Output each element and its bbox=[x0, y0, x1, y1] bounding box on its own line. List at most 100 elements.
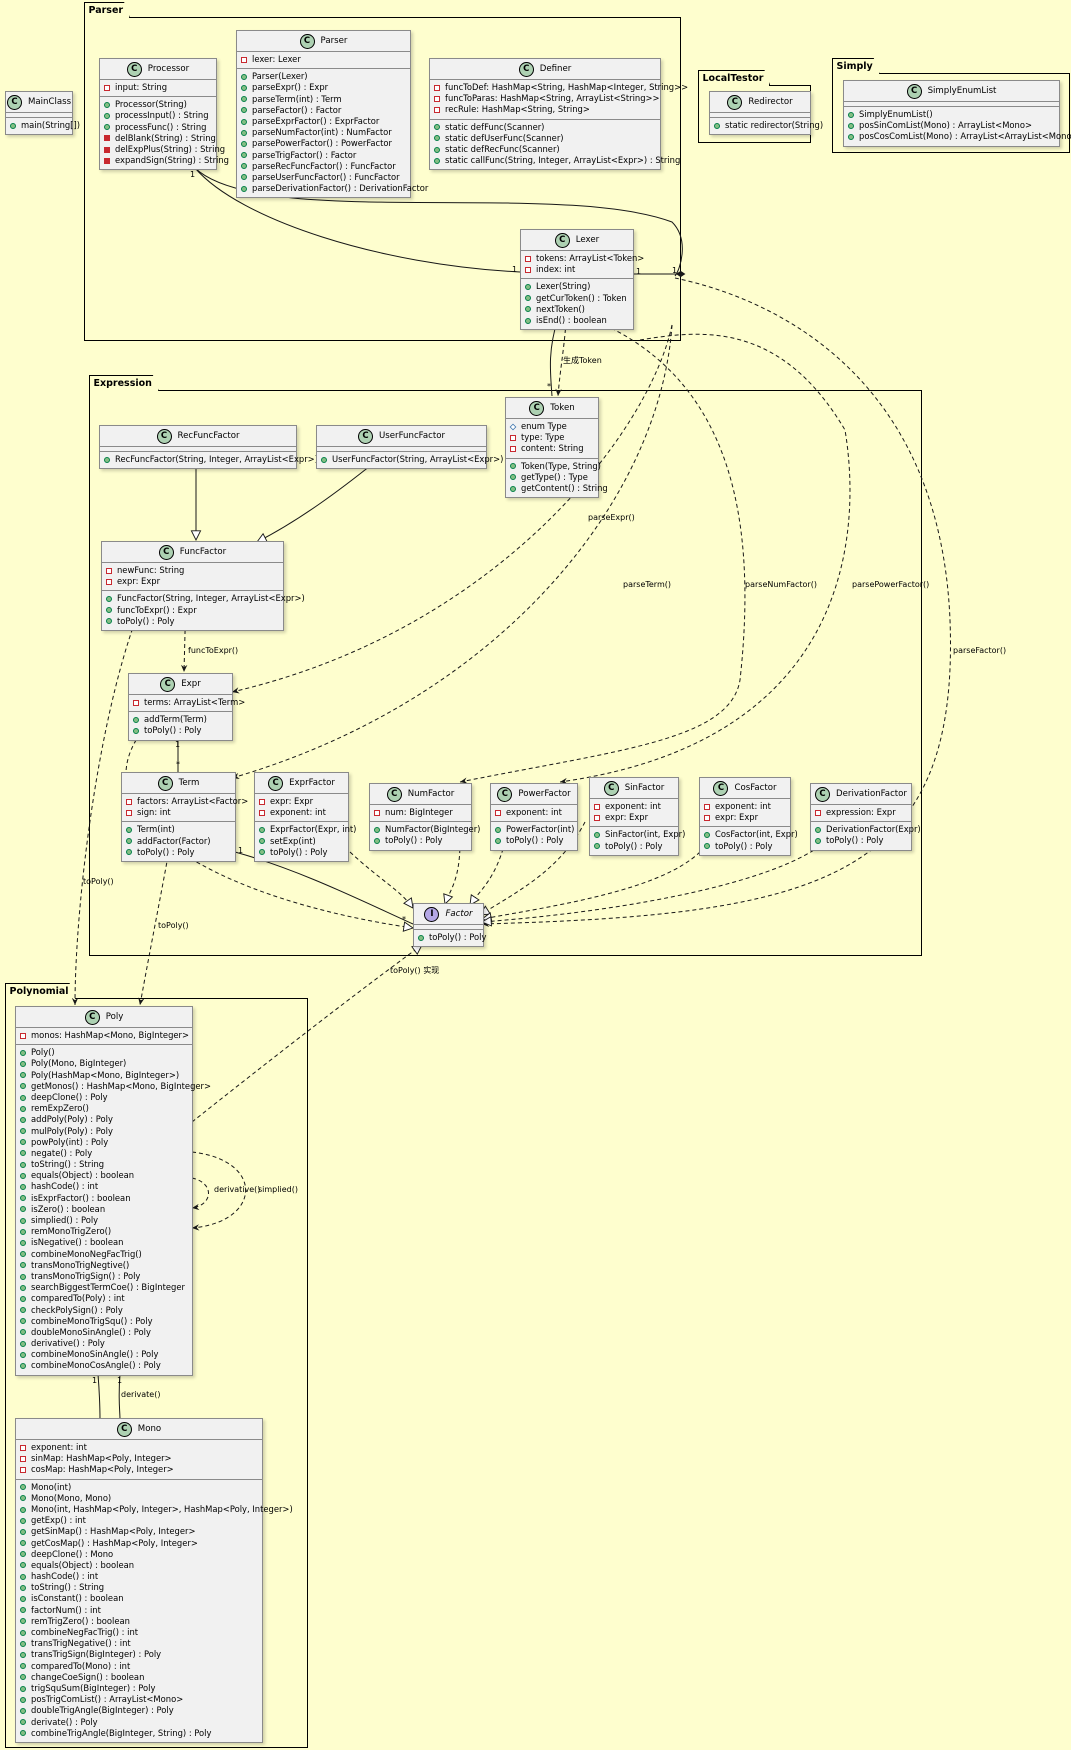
method-row: posSinComList(Mono) : ArrayList<Mono> bbox=[848, 120, 1055, 131]
attribute-text: funcToDef: HashMap<String, HashMap<Integ… bbox=[445, 82, 689, 92]
method-row: hashCode() : int bbox=[20, 1181, 188, 1192]
method-row: parseDerivationFactor() : DerivationFact… bbox=[241, 183, 428, 194]
attribute-row: expr: Expr bbox=[106, 576, 279, 587]
private-visibility-icon bbox=[815, 809, 821, 816]
private-visibility-icon bbox=[510, 445, 516, 452]
method-row: Poly(Mono, BigInteger) bbox=[20, 1058, 188, 1069]
public-visibility-icon bbox=[594, 843, 600, 850]
method-text: delBlank(String) : String bbox=[115, 132, 216, 143]
method-row: parseUserFuncFactor() : FuncFactor bbox=[241, 172, 406, 183]
class-icon: C bbox=[554, 232, 570, 248]
public-visibility-icon bbox=[20, 1072, 26, 1079]
method-text: equals(Object) : boolean bbox=[31, 1170, 135, 1181]
attribute-section: tokens: ArrayList<Token>index: int bbox=[521, 251, 644, 278]
method-text: remTrigZero() : boolean bbox=[31, 1615, 130, 1626]
multiplicity-label: 1 bbox=[512, 265, 518, 274]
method-row: setExp(int) bbox=[259, 836, 344, 847]
method-row: combineMonoSinAngle() : Poly bbox=[20, 1349, 188, 1360]
public-visibility-icon bbox=[20, 1083, 26, 1090]
method-row: Token(Type, String) bbox=[510, 461, 601, 472]
public-visibility-icon bbox=[20, 1105, 26, 1112]
method-section: SimplyEnumList()posSinComList(Mono) : Ar… bbox=[844, 106, 1071, 146]
method-row: DerivationFactor(Expr) bbox=[815, 824, 921, 835]
method-text: static redirector(String) bbox=[725, 120, 824, 130]
package-simply: Simply bbox=[832, 73, 1070, 153]
method-row: CosFactor(int, Expr) bbox=[704, 829, 798, 840]
class-name: Poly bbox=[105, 1012, 124, 1022]
public-visibility-icon bbox=[20, 1618, 26, 1625]
method-row: Poly() bbox=[20, 1047, 188, 1058]
class-name: SimplyEnumList bbox=[927, 86, 997, 96]
attribute-row: exponent: int bbox=[594, 801, 674, 812]
method-text: RecFuncFactor(String, Integer, ArrayList… bbox=[115, 454, 318, 464]
public-visibility-icon bbox=[20, 1640, 26, 1647]
public-visibility-icon bbox=[20, 1217, 26, 1224]
method-row: changeCoeSign() : boolean bbox=[20, 1672, 258, 1683]
edge-label-to-poly: toPoly() bbox=[158, 921, 189, 930]
public-visibility-icon bbox=[434, 157, 440, 164]
method-text: parseFactor() : Factor bbox=[252, 104, 342, 115]
public-visibility-icon bbox=[259, 826, 265, 833]
public-visibility-icon bbox=[20, 1049, 26, 1056]
public-visibility-icon bbox=[20, 1719, 26, 1726]
private-visibility-icon bbox=[133, 699, 139, 706]
attribute-row: expr: Expr bbox=[259, 796, 344, 807]
class-icon: C bbox=[815, 786, 831, 802]
class-icon: C bbox=[84, 1009, 100, 1025]
method-row: transTrigSign(BigInteger) : Poly bbox=[20, 1649, 258, 1660]
method-section: Processor(String)processInput() : String… bbox=[100, 96, 229, 169]
attribute-text: terms: ArrayList<Term> bbox=[144, 697, 246, 707]
public-visibility-icon bbox=[126, 849, 132, 856]
method-section: addTerm(Term)toPoly() : Poly bbox=[129, 711, 232, 739]
attribute-row: sign: int bbox=[126, 807, 231, 818]
class-icon: C bbox=[158, 544, 174, 560]
method-row: toString() : String bbox=[20, 1159, 188, 1170]
public-visibility-icon bbox=[10, 122, 16, 129]
method-row: static defFunc(Scanner) bbox=[434, 122, 656, 133]
method-row: Processor(String) bbox=[104, 99, 212, 110]
attribute-row: factors: ArrayList<Factor> bbox=[126, 796, 248, 807]
public-visibility-icon bbox=[241, 96, 247, 103]
public-visibility-icon bbox=[241, 152, 247, 159]
private-visibility-icon bbox=[525, 266, 531, 273]
method-text: isNegative() : boolean bbox=[31, 1237, 124, 1248]
class-icon: C bbox=[518, 61, 534, 77]
method-row: comparedTo(Poly) : int bbox=[20, 1293, 188, 1304]
multiplicity-label: 1 bbox=[92, 1376, 98, 1385]
attribute-row: num: BigInteger bbox=[374, 807, 467, 818]
method-text: CosFactor(int, Expr) bbox=[715, 829, 798, 840]
private-visibility-icon bbox=[374, 809, 380, 816]
method-text: Lexer(String) bbox=[536, 281, 591, 292]
method-row: comparedTo(Mono) : int bbox=[20, 1661, 258, 1672]
public-visibility-icon bbox=[133, 727, 139, 734]
method-row: combineMonoTrigSqu() : Poly bbox=[20, 1316, 188, 1327]
method-text: equals(Object) : boolean bbox=[31, 1559, 135, 1570]
method-row: static redirector(String) bbox=[714, 120, 823, 131]
